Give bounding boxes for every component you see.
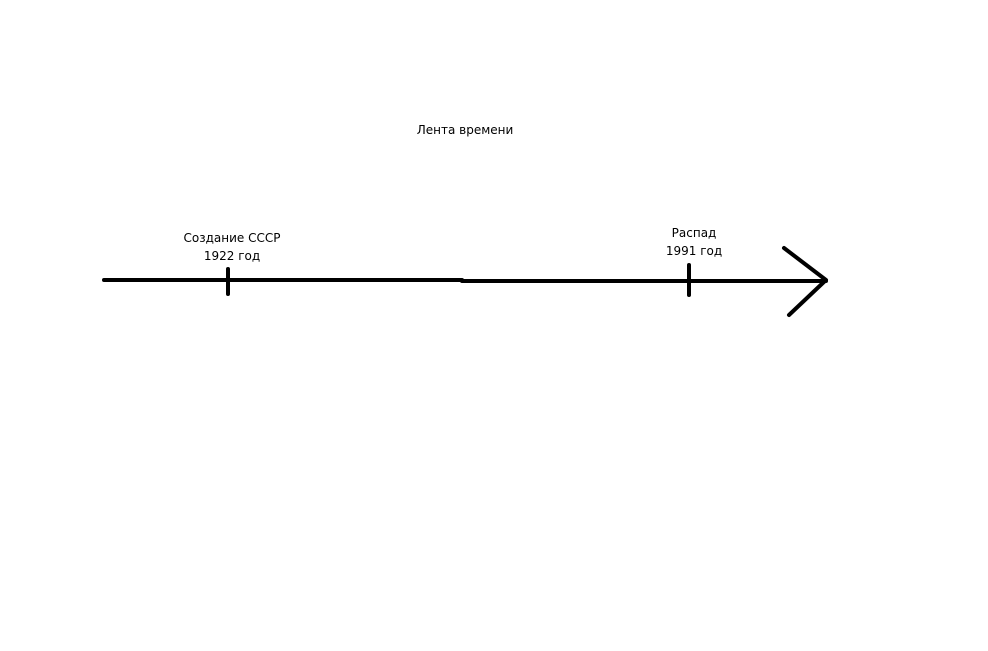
event-year: 1922 год	[203, 249, 261, 263]
event-label-ussr-collapse: Распад 1991 год	[624, 224, 764, 260]
event-label-ussr-creation: Создание СССР 1922 год	[162, 229, 302, 265]
diagram-title: Лента времени	[416, 123, 514, 137]
event-name: Распад	[671, 226, 717, 240]
arrow-head	[782, 246, 828, 317]
event-year: 1991 год	[665, 244, 723, 258]
event-name: Создание СССР	[183, 231, 281, 245]
